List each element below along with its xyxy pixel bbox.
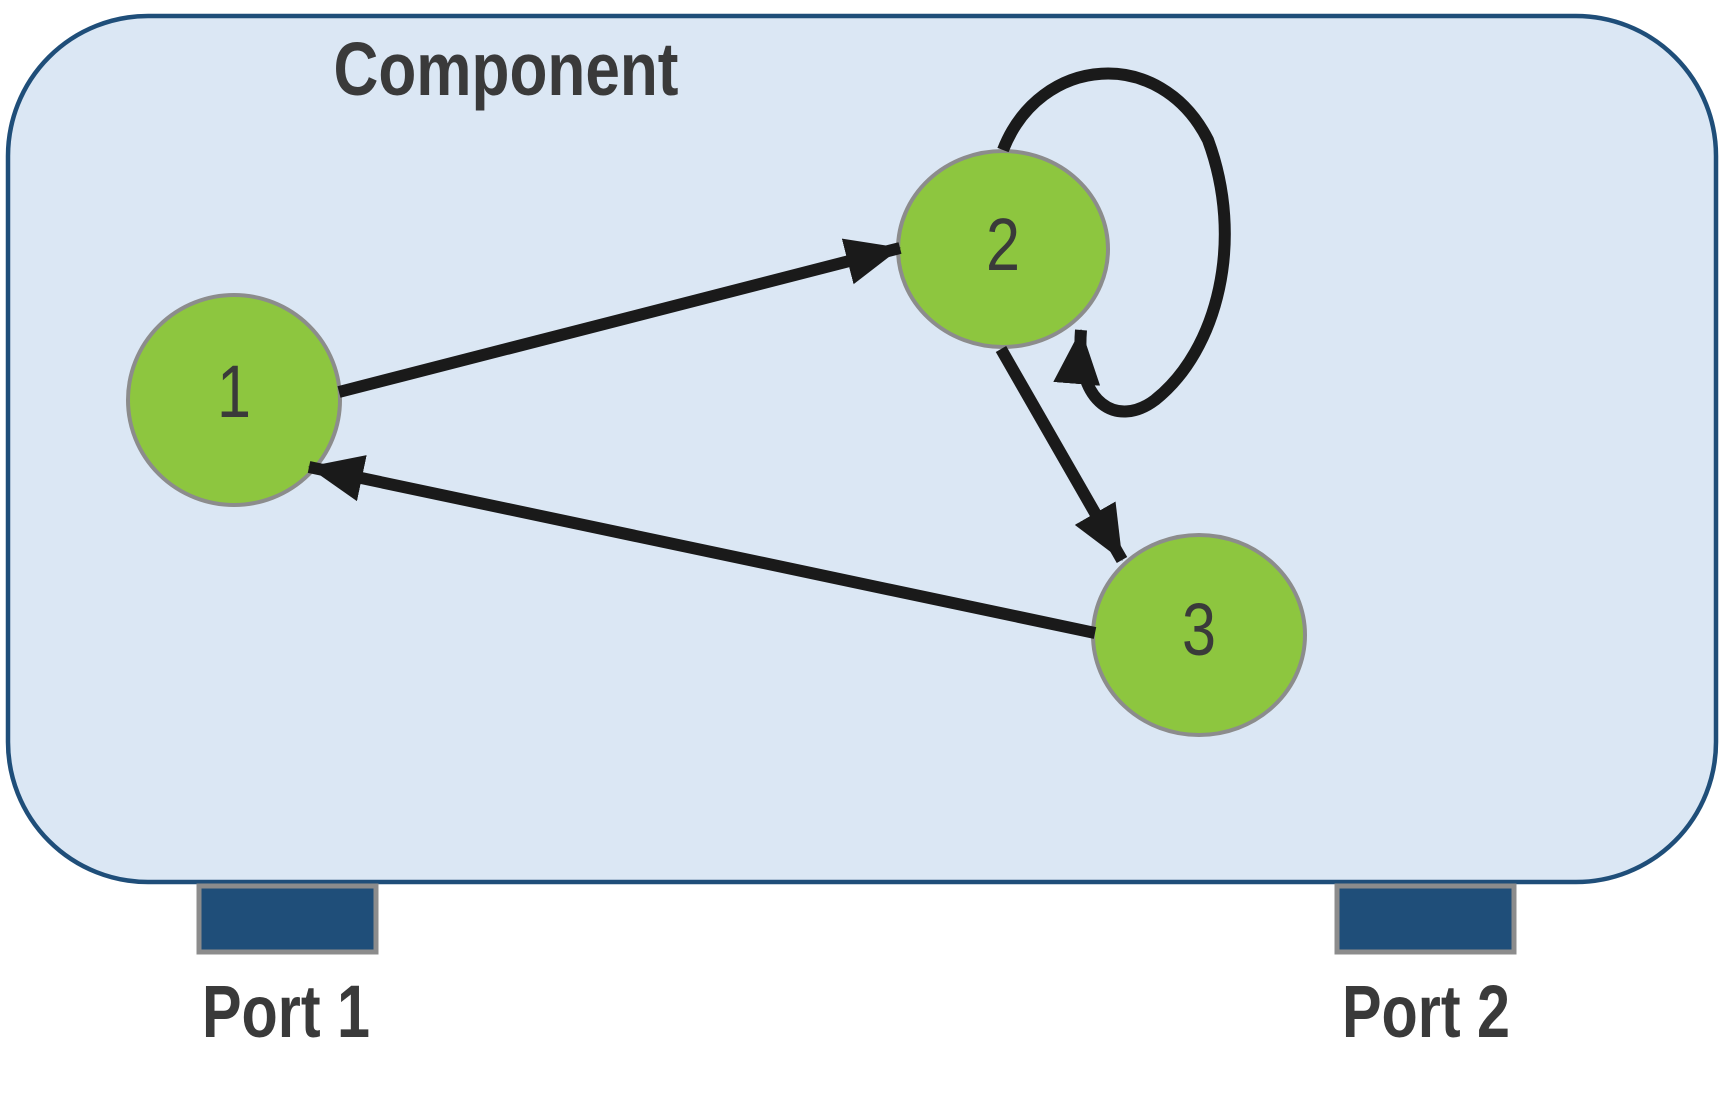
transition-edges — [307, 67, 1231, 639]
edge-1-to-2 — [337, 238, 902, 398]
edge-3-to-1 — [307, 455, 1097, 639]
state-node-1-label: 1 — [217, 350, 251, 433]
port-1-label: Port 1 — [202, 970, 370, 1053]
state-node-3-label: 3 — [1182, 588, 1216, 671]
ports: Port 1 Port 2 — [196, 883, 1517, 1053]
state-node-2-label: 2 — [986, 203, 1020, 286]
port-2-label: Port 2 — [1342, 970, 1510, 1053]
port-1-connector — [196, 883, 379, 955]
state-node-labels: 1 2 3 — [217, 203, 1216, 671]
edge-2-to-3 — [995, 346, 1128, 563]
component-title: Component — [334, 27, 679, 111]
edge-2-self-loop — [997, 67, 1231, 418]
state-node-1 — [126, 293, 342, 507]
port-2-connector — [1334, 883, 1517, 955]
